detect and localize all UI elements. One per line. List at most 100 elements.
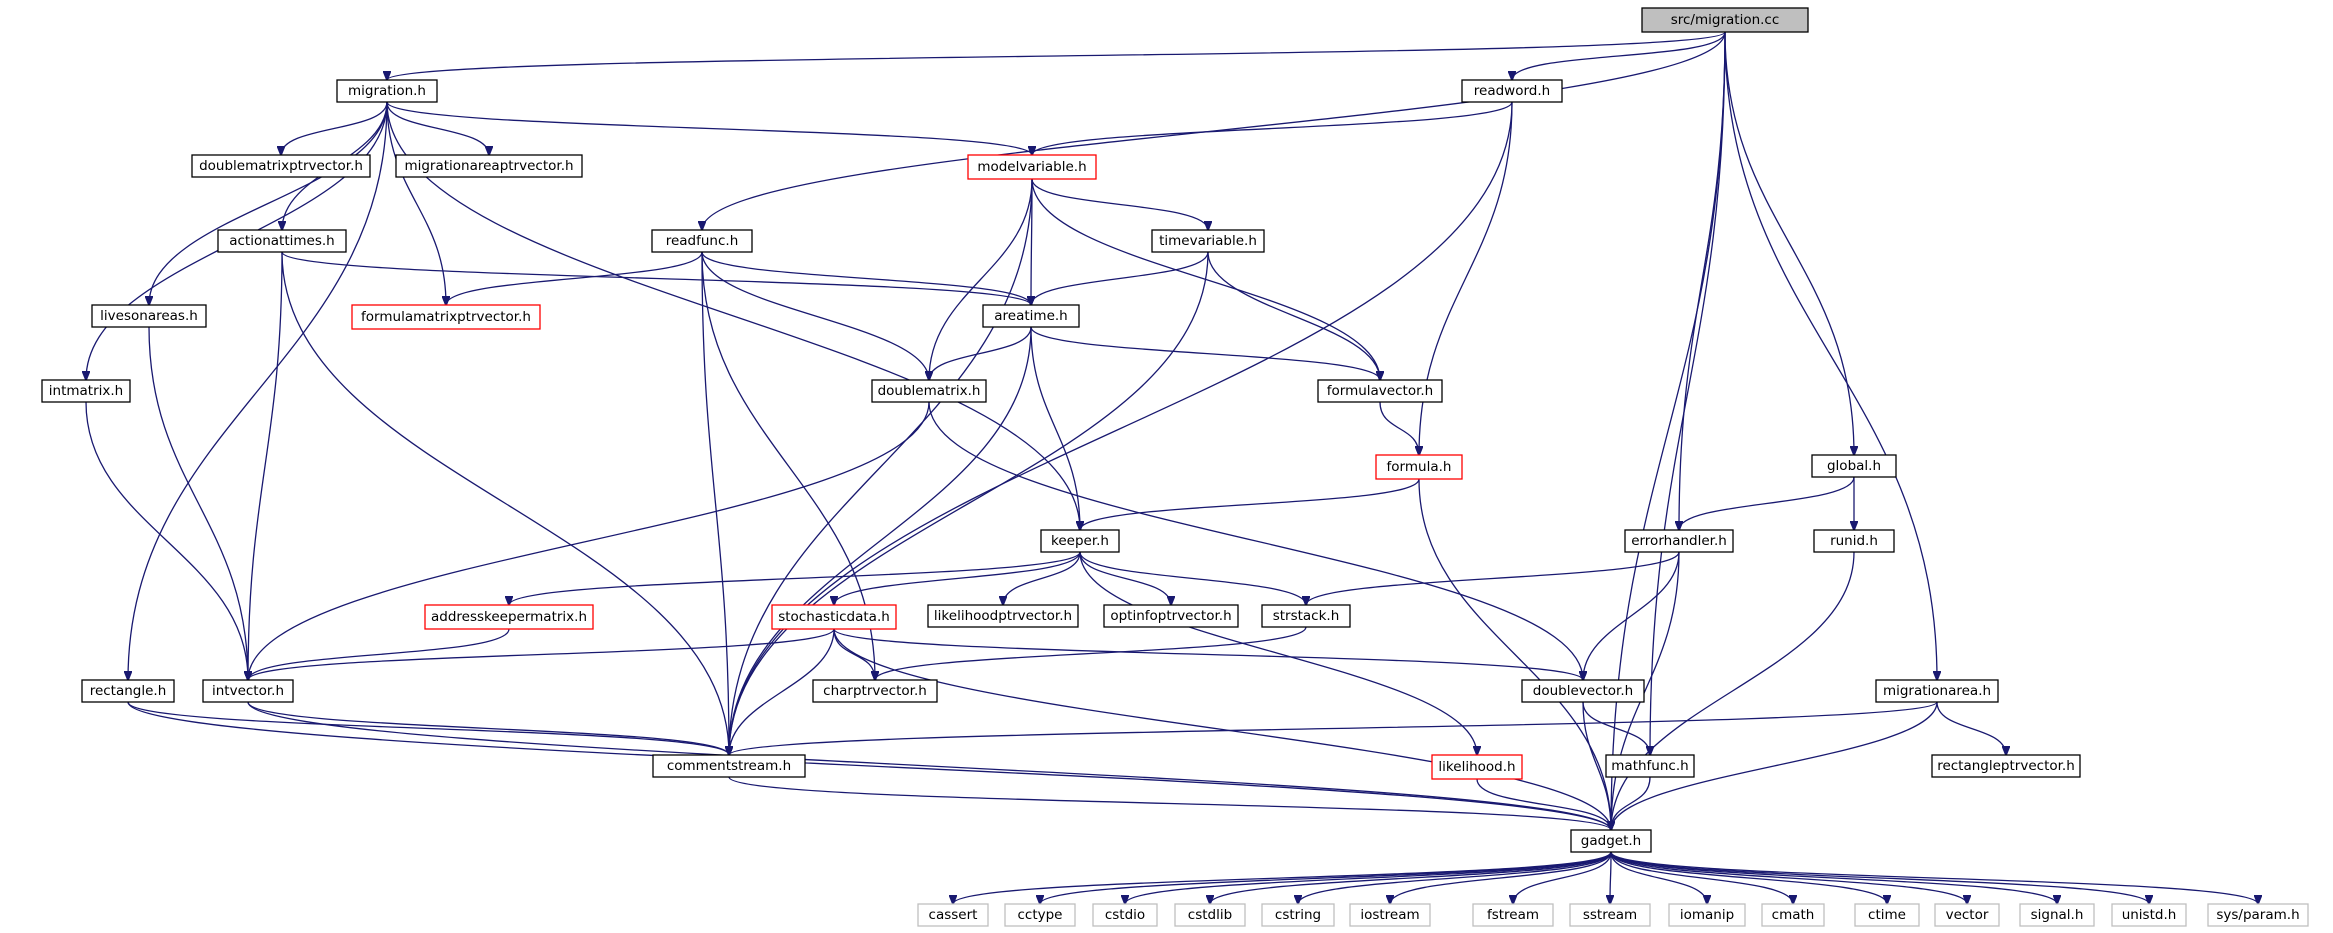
edge-gadget-h-to-cmath — [1610, 851, 1793, 904]
node-runid-h[interactable]: runid.h — [1813, 529, 1895, 553]
edge-gadget-h-to-fstream — [1513, 851, 1612, 904]
edge-migrationarea-h-to-commentstream-h — [729, 701, 1938, 755]
node-readword-h[interactable]: readword.h — [1461, 79, 1563, 103]
node-intmatrix-h[interactable]: intmatrix.h — [41, 379, 131, 403]
edge-modelvariable-h-to-doublematrix-h — [929, 178, 1033, 380]
node-label: errorhandler.h — [1631, 533, 1727, 549]
node-box — [1521, 679, 1645, 703]
node-likelihoodptrvector-h[interactable]: likelihoodptrvector.h — [927, 604, 1079, 628]
node-strstack-h[interactable]: strstack.h — [1261, 604, 1351, 628]
edge-gadget-h-to-cstring — [1298, 851, 1612, 904]
node-addresskeepermatrix-h[interactable]: addresskeepermatrix.h — [424, 604, 594, 630]
node-box — [2019, 903, 2095, 927]
node-rectangleptrvector-h[interactable]: rectangleptrvector.h — [1931, 754, 2081, 778]
node-label: likelihood.h — [1438, 759, 1515, 775]
node-doublematrixptrvector-h[interactable]: doublematrixptrvector.h — [191, 154, 371, 178]
node-box — [1934, 903, 2000, 927]
edge-likelihood-h-to-gadget-h — [1476, 778, 1611, 830]
edge-formula-h-to-gadget-h — [1418, 478, 1611, 830]
node-migration-h[interactable]: migration.h — [336, 79, 438, 103]
edge-gadget-h-to-unistd-h — [1610, 851, 2149, 904]
node-box — [41, 379, 131, 403]
node-likelihood-h[interactable]: likelihood.h — [1431, 754, 1523, 780]
node-box — [1317, 379, 1443, 403]
edge-areatime-h-to-keeper-h — [1030, 326, 1080, 530]
node-mathfunc-h[interactable]: mathfunc.h — [1605, 754, 1695, 778]
node-label: readword.h — [1474, 83, 1550, 99]
node-box — [1461, 79, 1563, 103]
node-label: intmatrix.h — [49, 383, 123, 399]
node-unistd-h: unistd.h — [2111, 903, 2187, 927]
node-global-h[interactable]: global.h — [1811, 454, 1897, 478]
node-migrationarea-h[interactable]: migrationarea.h — [1875, 679, 1999, 703]
node-stochasticdata-h[interactable]: stochasticdata.h — [771, 604, 897, 630]
node-label: sstream — [1583, 907, 1637, 923]
node-modelvariable-h[interactable]: modelvariable.h — [967, 154, 1097, 180]
edge-migration-h-to-livesonareas-h — [149, 101, 388, 305]
node-box — [1174, 903, 1246, 927]
edge-mathfunc-h-to-gadget-h — [1611, 776, 1651, 830]
edge-root-to-migration-h — [387, 31, 1726, 80]
node-commentstream-h[interactable]: commentstream.h — [652, 754, 806, 778]
node-formulamatrixptrvector-h[interactable]: formulamatrixptrvector.h — [351, 304, 541, 330]
node-formula-h[interactable]: formula.h — [1375, 454, 1463, 480]
node-box — [395, 154, 583, 178]
edge-addresskeepermatrix-h-to-intvector-h — [248, 628, 510, 680]
node-intvector-h[interactable]: intvector.h — [202, 679, 294, 703]
edge-runid-h-to-gadget-h — [1611, 551, 1855, 830]
edge-stochasticdata-h-to-doublevector-h — [833, 628, 1583, 680]
edge-rectangle-h-to-commentstream-h — [127, 701, 729, 755]
node-formulavector-h[interactable]: formulavector.h — [1317, 379, 1443, 403]
edge-migrationarea-h-to-gadget-h — [1611, 701, 1938, 830]
node-optinfoptrvector-h[interactable]: optinfoptrvector.h — [1103, 604, 1239, 628]
node-rectangle-h[interactable]: rectangle.h — [81, 679, 175, 703]
edge-rectangle-h-to-gadget-h — [127, 701, 1611, 830]
node-label: charptrvector.h — [823, 683, 927, 699]
node-gadget-h[interactable]: gadget.h — [1570, 829, 1652, 853]
edge-root-to-gadget-h — [1611, 31, 1726, 830]
node-box — [2207, 903, 2309, 927]
edge-root-to-mathfunc-h — [1650, 31, 1726, 755]
node-label: timevariable.h — [1159, 233, 1257, 249]
node-label: vector — [1946, 907, 1989, 923]
edge-keeper-h-to-likelihoodptrvector-h — [1003, 551, 1081, 605]
node-layer: src/migration.cc migration.h readword.h dou… — [41, 7, 2309, 927]
node-label: areatime.h — [994, 308, 1067, 324]
edge-stochasticdata-h-to-intvector-h — [248, 628, 835, 680]
node-box — [1813, 529, 1895, 553]
node-readfunc-h[interactable]: readfunc.h — [651, 229, 753, 253]
node-doublevector-h[interactable]: doublevector.h — [1521, 679, 1645, 703]
node-label: optinfoptrvector.h — [1110, 608, 1231, 624]
edge-keeper-h-to-stochasticdata-h — [834, 551, 1081, 605]
node-keeper-h[interactable]: keeper.h — [1040, 529, 1120, 553]
node-actionattimes-h[interactable]: actionattimes.h — [217, 229, 347, 253]
edge-stochasticdata-h-to-commentstream-h — [729, 628, 835, 755]
edge-gadget-h-to-cstdio — [1125, 851, 1612, 904]
node-box — [1761, 903, 1825, 927]
edge-areatime-h-to-commentstream-h — [729, 326, 1032, 755]
node-vector: vector — [1934, 903, 2000, 927]
node-src-migration-cc[interactable]: src/migration.cc — [1641, 7, 1809, 33]
edge-migration-h-to-doublematrixptrvector-h — [281, 101, 388, 155]
node-errorhandler-h[interactable]: errorhandler.h — [1624, 529, 1734, 553]
edge-doublevector-h-to-mathfunc-h — [1582, 701, 1650, 755]
node-cmath: cmath — [1761, 903, 1825, 927]
node-label: doublematrix.h — [878, 383, 981, 399]
node-migrationareaptrvector-h[interactable]: migrationareaptrvector.h — [395, 154, 583, 178]
node-box — [91, 304, 207, 328]
edge-keeper-h-to-strstack-h — [1079, 551, 1306, 605]
node-doublematrix-h[interactable]: doublematrix.h — [871, 379, 987, 403]
edge-gadget-h-to-iostream — [1390, 851, 1612, 904]
node-areatime-h[interactable]: areatime.h — [982, 304, 1080, 328]
node-charptrvector-h[interactable]: charptrvector.h — [812, 679, 938, 703]
node-iomanip: iomanip — [1668, 903, 1746, 927]
edge-gadget-h-to-signal-h — [1610, 851, 2057, 904]
node-cassert: cassert — [917, 903, 989, 927]
edge-global-h-to-errorhandler-h — [1679, 476, 1855, 530]
edge-migration-h-to-modelvariable-h — [386, 101, 1032, 155]
node-livesonareas-h[interactable]: livesonareas.h — [91, 304, 207, 328]
edge-migration-h-to-migrationareaptrvector-h — [386, 101, 489, 155]
node-cstring: cstring — [1261, 903, 1335, 927]
node-timevariable-h[interactable]: timevariable.h — [1151, 229, 1265, 253]
